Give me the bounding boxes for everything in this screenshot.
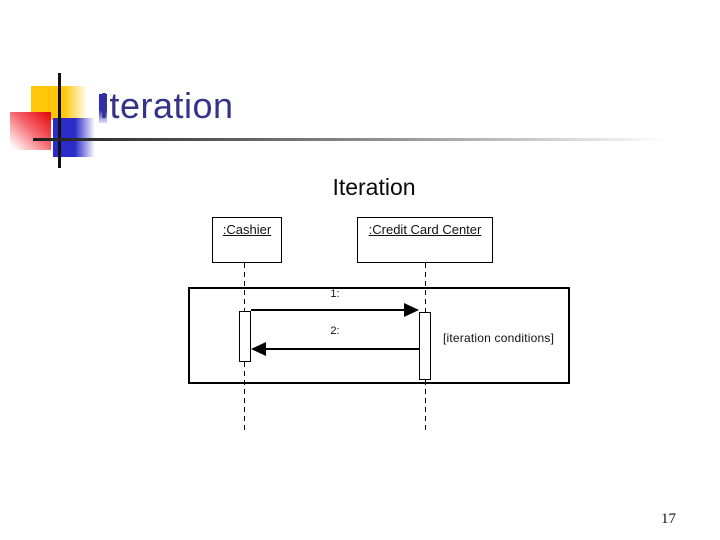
message-2-line	[265, 348, 420, 350]
message-1-label: 1:	[330, 288, 340, 300]
message-1-line	[251, 309, 406, 311]
iteration-conditions-label: [iteration conditions]	[443, 331, 555, 345]
message-2-label: 2:	[330, 325, 340, 337]
iteration-frame	[188, 287, 570, 384]
activation-bar-credit-card-center	[419, 312, 431, 380]
object-label-credit-card-center: :Credit Card Center	[368, 222, 482, 237]
decoration-red-square	[10, 112, 51, 150]
arrowhead-right-icon	[404, 303, 419, 317]
slide-title: Iteration	[99, 85, 234, 126]
decoration-vertical-line	[58, 73, 61, 168]
arrowhead-left-icon	[251, 342, 266, 356]
page-number: 17	[661, 511, 676, 527]
object-label-cashier: :Cashier	[222, 222, 272, 237]
diagram-title: Iteration	[332, 174, 416, 200]
activation-bar-cashier	[239, 311, 251, 362]
decoration-horizontal-rule	[33, 138, 717, 141]
object-box-credit-card-center: :Credit Card Center	[357, 217, 493, 263]
object-box-cashier: :Cashier	[212, 217, 282, 263]
decoration-blue-bar	[99, 94, 107, 123]
